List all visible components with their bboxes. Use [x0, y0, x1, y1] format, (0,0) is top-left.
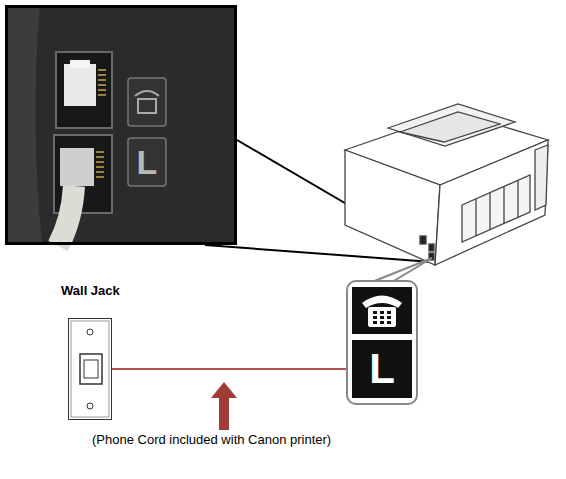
- line-port-icon: [352, 340, 412, 398]
- phone-cord: [112, 369, 346, 370]
- pointer-arrow: [211, 382, 237, 430]
- inset-photo: [5, 5, 237, 246]
- phone-port-icon: [352, 287, 412, 334]
- node-label: Wall Jack: [61, 282, 151, 300]
- cord-line: [112, 368, 346, 370]
- phone-symbol: [362, 296, 402, 328]
- callout-fill: [347, 281, 417, 404]
- screw: [87, 403, 93, 409]
- printer-sketch: [345, 104, 548, 265]
- port-label: L: [128, 138, 166, 186]
- wall-plate: [71, 321, 109, 417]
- inset-frame: L: [5, 5, 237, 245]
- port-label: L: [352, 340, 412, 398]
- phone-keypad: [373, 311, 391, 324]
- screw: [87, 329, 93, 335]
- jack-opening: [84, 360, 98, 378]
- port-callout: L: [346, 280, 418, 405]
- wall-jack: Wall Jack: [68, 318, 112, 420]
- callout-pointer: [372, 258, 432, 282]
- jack-socket: [80, 354, 102, 384]
- cord-note: (Phone Cord included with Canon printer): [92, 432, 331, 447]
